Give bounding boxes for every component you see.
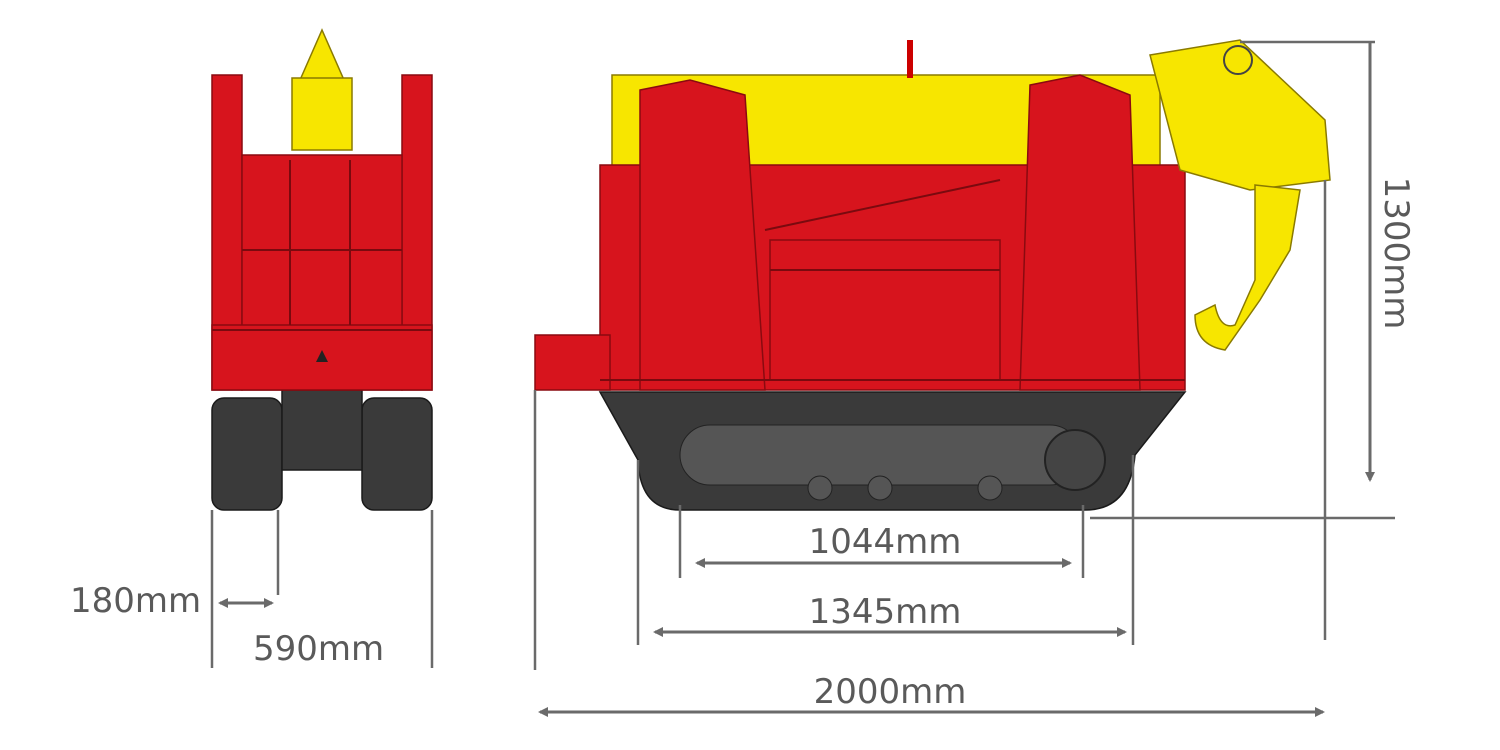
- track-length-label: 1345mm: [809, 592, 962, 632]
- front-view-crane: [211, 28, 433, 511]
- undercarriage: [281, 389, 363, 471]
- winch-housing: [769, 239, 1001, 381]
- side-dimensions: 1044mm 1345mm 2000mm 1300mm: [533, 40, 1416, 717]
- hook-block: [291, 77, 353, 151]
- front-outrigger: [1019, 74, 1141, 391]
- hook: [1194, 184, 1301, 351]
- track-width-label: 180mm: [70, 581, 201, 621]
- boom-head: [1149, 39, 1331, 191]
- height-label: 1300mm: [1376, 177, 1416, 330]
- rear-counterweight: [534, 334, 611, 391]
- front-dimensions: 180mm 590mm: [70, 510, 434, 669]
- hook-shackle: [298, 28, 346, 81]
- overall-length-label: 2000mm: [814, 672, 967, 712]
- side-view-crane: [534, 39, 1331, 511]
- wheelbase-label: 1044mm: [809, 522, 962, 562]
- right-track: [361, 397, 433, 511]
- overall-width-label: 590mm: [253, 629, 384, 669]
- left-track: [211, 397, 283, 511]
- rear-outrigger: [639, 79, 766, 391]
